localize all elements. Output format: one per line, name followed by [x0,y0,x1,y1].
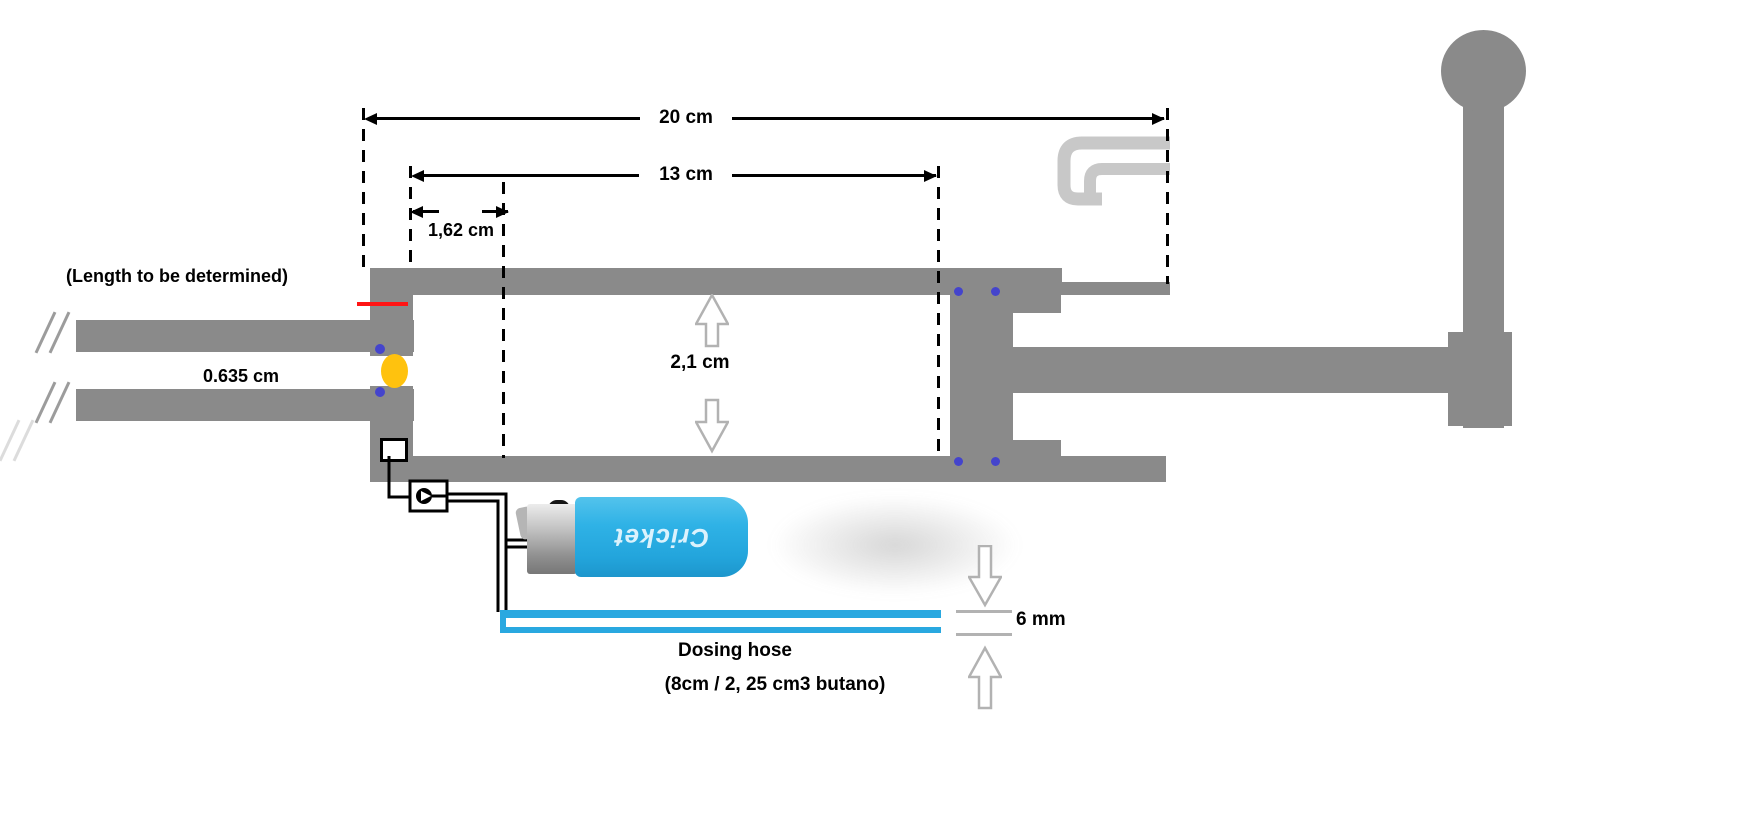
hose-gap-tick [956,633,1012,636]
hose-gap-tick [956,610,1012,613]
piston-seal-dot [954,457,963,466]
chamber-bottom-wall [370,456,1166,482]
handle-knob [1441,30,1526,112]
extension-line-13cm-right [937,166,940,458]
piston-seal-dot [991,457,1000,466]
seal-dot [375,387,385,397]
extension-line-20cm-right [1166,108,1169,284]
arrowhead-icon [411,170,424,182]
hose-name-label: Dosing hose [677,640,792,661]
handle-shaft [1463,98,1504,428]
arrowhead-icon [496,206,509,218]
barrel-diameter-label: 0.635 cm [203,366,280,386]
seal-dot [375,344,385,354]
chamber-top-wall [370,268,1062,295]
dimension-label-21: 2,1 cm [670,352,730,373]
arrowhead-icon [410,206,423,218]
lighter-brand-text: Cricket [613,522,710,553]
barrel-upper-wall [76,320,414,352]
arrowhead-icon [924,170,937,182]
red-marker-line [357,302,408,306]
dimension-line-162 [482,210,508,213]
dimension-line-162 [413,210,439,213]
barrel-lower-wall [76,389,414,421]
barrel-length-note: (Length to be determined) [66,266,288,286]
check-valve-ball [381,354,408,388]
piston-plate [950,293,1013,460]
gas-line-and-valve [387,456,528,612]
extension-line-20cm-left [362,108,365,268]
extension-line-162-right [502,182,505,458]
arrowhead-icon [1152,113,1165,125]
dosing-hose-end-cap [500,610,506,633]
lighter-body: Cricket [575,497,748,577]
piston-rod [1013,347,1461,393]
piston-flange-bottom [1013,440,1061,460]
dosing-hose-top-wall [500,610,941,618]
hose-spec-label: (8cm / 2, 25 cm3 butano) [664,674,886,695]
dimension-line-13cm [417,174,639,177]
piston-seal-dot [954,287,963,296]
dimension-label-13cm: 13 cm [659,164,713,185]
dosing-hose-bottom-wall [500,627,941,633]
arrowhead-icon [364,113,377,125]
lighter-metal-cap [527,504,577,574]
gas-port [380,438,408,462]
piston-seal-dot [991,287,1000,296]
hose-diameter-arrows-icon [968,545,1002,710]
dimension-label-6mm: 6 mm [1016,609,1066,630]
dimension-label-162: 1,62 cm [427,220,495,240]
piston-flange-top [1013,293,1061,313]
dimension-line-20cm [732,117,1164,120]
dimension-line-20cm [372,117,640,120]
chamber-top-wall-extension [1060,282,1170,295]
dimension-line-13cm [732,174,936,177]
bore-height-arrows-icon [695,294,729,454]
handle-bracket-outline [1057,136,1170,206]
dimension-label-20cm: 20 cm [659,107,713,128]
